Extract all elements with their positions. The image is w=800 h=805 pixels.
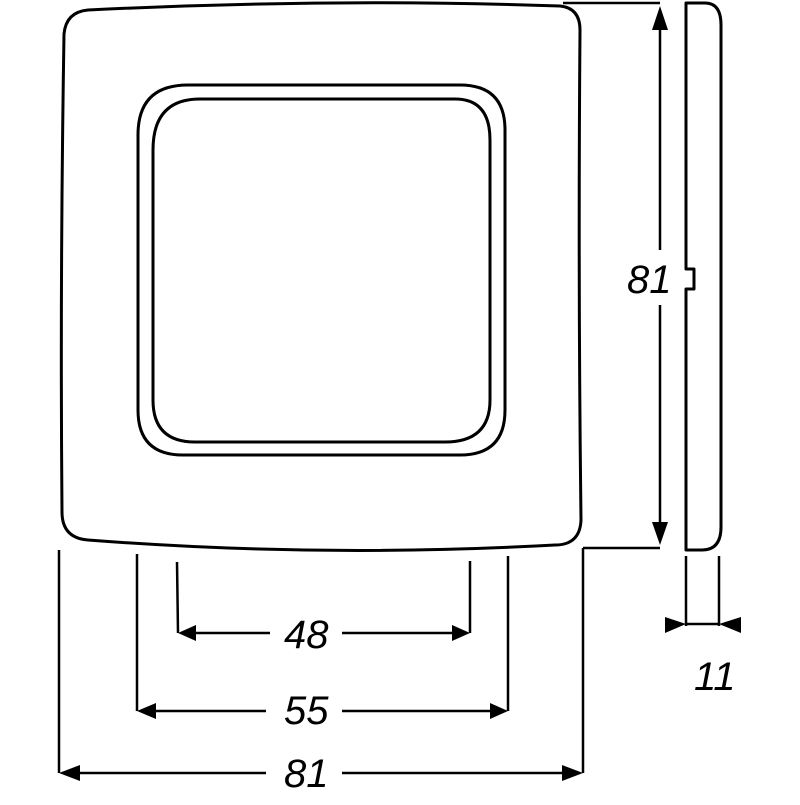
side-profile-outline xyxy=(684,1,723,552)
inner-opening-label: 48 xyxy=(284,613,329,657)
outer-frame-outline xyxy=(59,1,583,552)
rocker-outline xyxy=(151,97,492,444)
front-view xyxy=(59,1,583,552)
dimension-width: 81 xyxy=(57,548,585,796)
dimension-outer-opening: 55 xyxy=(135,554,510,733)
dimension-height: 81 xyxy=(563,1,672,550)
height-label: 81 xyxy=(627,258,672,302)
width-label: 81 xyxy=(284,752,329,796)
opening-outer-outline xyxy=(136,83,507,457)
outer-opening-label: 55 xyxy=(284,689,329,733)
depth-label: 11 xyxy=(694,655,736,699)
dimension-inner-opening: 48 xyxy=(175,561,472,657)
side-view xyxy=(684,1,723,552)
dimension-depth: 11 xyxy=(665,556,741,699)
